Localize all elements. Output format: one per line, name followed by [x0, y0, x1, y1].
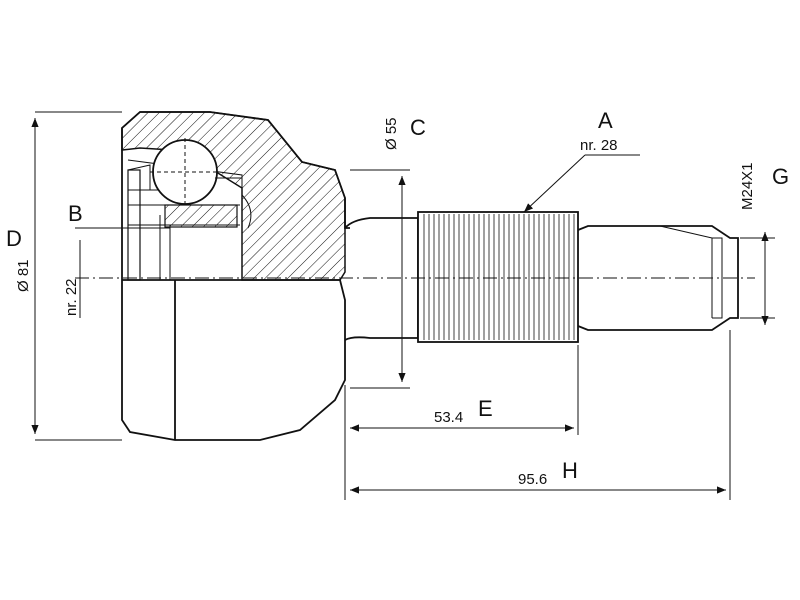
housing-lower-step [122, 279, 346, 440]
thread-detail [659, 225, 723, 319]
housing-section-hatched [121, 111, 346, 281]
dimension-e-letter: E [478, 396, 493, 421]
spline-section [417, 211, 579, 343]
dimension-h-letter: H [562, 458, 578, 483]
leader-a-letter: A [598, 108, 613, 133]
dimension-h-value: 95.6 [518, 471, 547, 488]
dimension-b-note: nr. 22 [63, 278, 80, 316]
dimension-c: Ø 55 C [350, 115, 426, 389]
inner-race-section [164, 204, 238, 228]
dimension-c-value: Ø 55 [383, 117, 400, 150]
dimension-g-value: M24X1 [739, 162, 756, 210]
output-shaft [344, 211, 739, 343]
dimension-b: B nr. 22 [63, 201, 170, 318]
dimension-g: M24X1 G [739, 162, 789, 325]
leader-a-note: nr. 28 [580, 137, 618, 154]
inner-ring-left [127, 169, 141, 281]
threaded-stub [577, 225, 739, 331]
joint-housing [121, 111, 350, 441]
dimension-b-letter: B [68, 201, 83, 226]
ball-crosshair [150, 138, 220, 206]
dimension-d-letter: D [6, 226, 22, 251]
spline-teeth [423, 214, 575, 340]
dimension-d-value: Ø 81 [15, 259, 32, 292]
dimension-g-letter: G [772, 164, 789, 189]
shaft-neck [344, 217, 419, 341]
cage-outline [127, 164, 252, 229]
dimension-e-value: 53.4 [434, 409, 463, 426]
dimension-d: D Ø 81 [6, 111, 122, 441]
housing-outline [121, 111, 350, 441]
dimension-c-letter: C [410, 115, 426, 140]
dimension-h: 95.6 H [350, 330, 731, 500]
dimension-e: 53.4 E [344, 345, 579, 500]
leader-a: A nr. 28 [523, 108, 640, 213]
